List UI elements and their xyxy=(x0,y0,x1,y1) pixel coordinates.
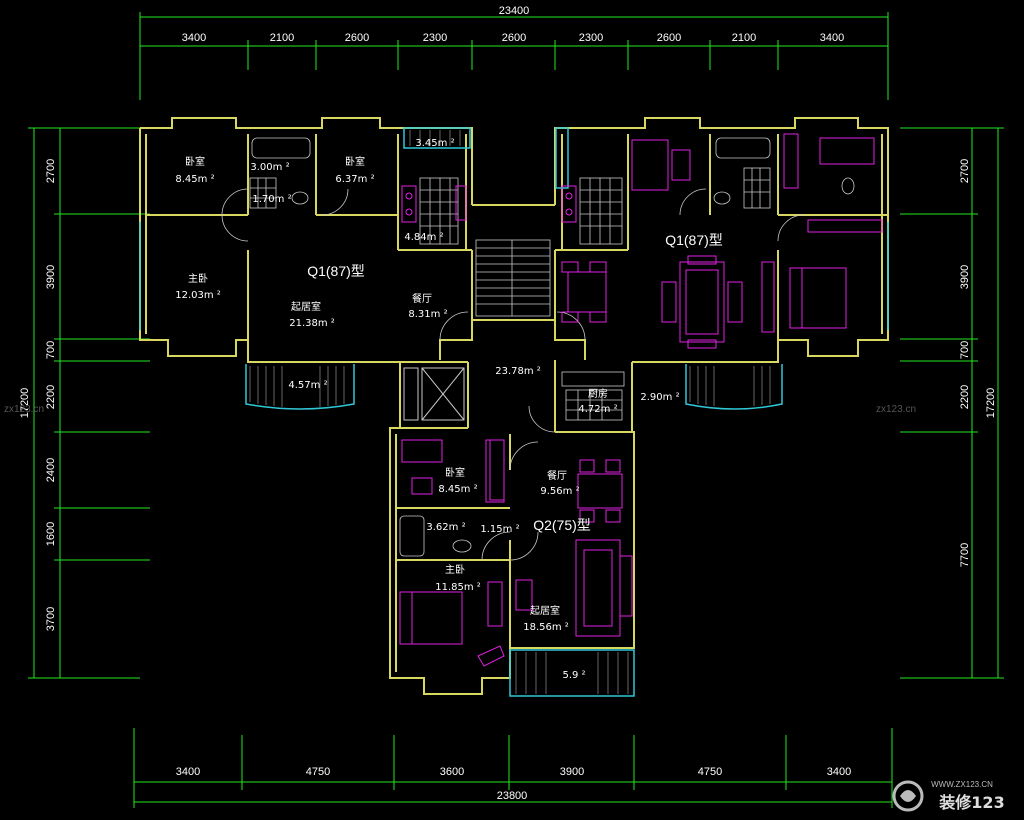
logo-url: WWW.ZX123.CN xyxy=(931,780,993,789)
logo-text: 装修123 xyxy=(938,793,1004,812)
bath-grid xyxy=(249,167,771,421)
dimension-lines xyxy=(28,12,1004,808)
dim-top-1: 3400 xyxy=(182,32,206,44)
room-area: 8.31m ² xyxy=(408,309,447,320)
dim-right-2: 3900 xyxy=(959,265,971,289)
kitchen-grid-right xyxy=(579,177,623,245)
dim-left-6: 1600 xyxy=(45,522,57,546)
room-area: 9.56m ² xyxy=(540,486,579,497)
room-name: 起居室 xyxy=(291,300,321,313)
room-name: 厨房 xyxy=(588,387,608,400)
dim-top-4: 2300 xyxy=(423,32,447,44)
dim-left-3: 700 xyxy=(45,341,57,359)
room-area: 18.56m ² xyxy=(523,622,569,633)
dim-top-total: 23400 xyxy=(499,5,530,17)
dim-bottom-5: 4750 xyxy=(698,766,722,778)
room-name: 主卧 xyxy=(188,272,208,285)
dim-top-7: 2600 xyxy=(657,32,681,44)
dim-top-8: 2100 xyxy=(732,32,756,44)
furniture xyxy=(399,133,883,667)
room-area: 21.38m ² xyxy=(289,318,335,329)
watermark-right: zx123.cn xyxy=(876,404,916,415)
type-label-q2: Q2(75)型 xyxy=(533,517,591,533)
dim-top-6: 2300 xyxy=(579,32,603,44)
dim-bottom-6: 3400 xyxy=(827,766,851,778)
fixtures xyxy=(249,137,855,557)
dim-right-total: 17200 xyxy=(985,388,997,419)
type-label-q1-right: Q1(87)型 xyxy=(665,232,723,248)
walls xyxy=(139,117,889,695)
room-name: 卧室 xyxy=(185,155,205,168)
dim-bottom-1: 3400 xyxy=(176,766,200,778)
elevator xyxy=(403,367,465,421)
kitchen-grid-left xyxy=(419,177,459,245)
doors xyxy=(221,188,805,561)
dim-bottom-3: 3600 xyxy=(440,766,464,778)
stair xyxy=(475,239,551,317)
dim-bottom-2: 4750 xyxy=(306,766,330,778)
room-name: 卧室 xyxy=(445,466,465,479)
dim-top-2: 2100 xyxy=(270,32,294,44)
dim-right-4: 2200 xyxy=(959,385,971,409)
room-area: 3.62m ² xyxy=(426,522,465,533)
room-area: 2.90m ² xyxy=(640,392,679,403)
windows xyxy=(139,127,889,697)
dim-left-5: 2400 xyxy=(45,458,57,482)
room-area: 12.03m ² xyxy=(175,290,221,301)
dim-top-3: 2600 xyxy=(345,32,369,44)
dim-left-1: 2700 xyxy=(45,159,57,183)
dim-left-4: 2200 xyxy=(45,385,57,409)
dim-top-9: 3400 xyxy=(820,32,844,44)
room-area: 3.45m ² xyxy=(415,138,454,149)
room-area: 6.37m ² xyxy=(335,174,374,185)
dim-right-5: 7700 xyxy=(959,543,971,567)
dim-left-total: 17200 xyxy=(19,388,31,419)
room-area: 1.15m ² xyxy=(480,524,519,535)
dim-bottom-4: 3900 xyxy=(560,766,584,778)
room-area: 8.45m ² xyxy=(438,484,477,495)
dim-left-2: 3900 xyxy=(45,265,57,289)
watermark-left: zx123.cn xyxy=(4,404,44,415)
room-area: 3.00m ² xyxy=(250,162,289,173)
room-area: 4.72m ² xyxy=(578,404,617,415)
room-name: 卧室 xyxy=(345,155,365,168)
dim-right-3: 700 xyxy=(959,341,971,359)
site-logo: WWW.ZX123.CN 装修123 xyxy=(892,780,1005,812)
dim-left-7: 3700 xyxy=(45,607,57,631)
room-area: 11.85m ² xyxy=(435,582,481,593)
type-label-q1-left: Q1(87)型 xyxy=(307,263,365,279)
room-name: 餐厅 xyxy=(412,292,432,305)
room-area: 4.57m ² xyxy=(288,380,327,391)
dim-bottom-total: 23800 xyxy=(497,790,528,802)
dim-right-1: 2700 xyxy=(959,159,971,183)
room-area: 5.9 ² xyxy=(562,670,585,681)
room-area: 4.84m ² xyxy=(404,232,443,243)
room-name: 起居室 xyxy=(530,604,560,617)
room-area: 1.70m ² xyxy=(252,194,291,205)
balcony-hatch xyxy=(249,130,771,694)
room-name: 主卧 xyxy=(445,563,465,576)
dim-top-5: 2600 xyxy=(502,32,526,44)
room-name: 餐厅 xyxy=(547,469,567,482)
room-area: 8.45m ² xyxy=(175,174,214,185)
room-area: 23.78m ² xyxy=(495,366,541,377)
